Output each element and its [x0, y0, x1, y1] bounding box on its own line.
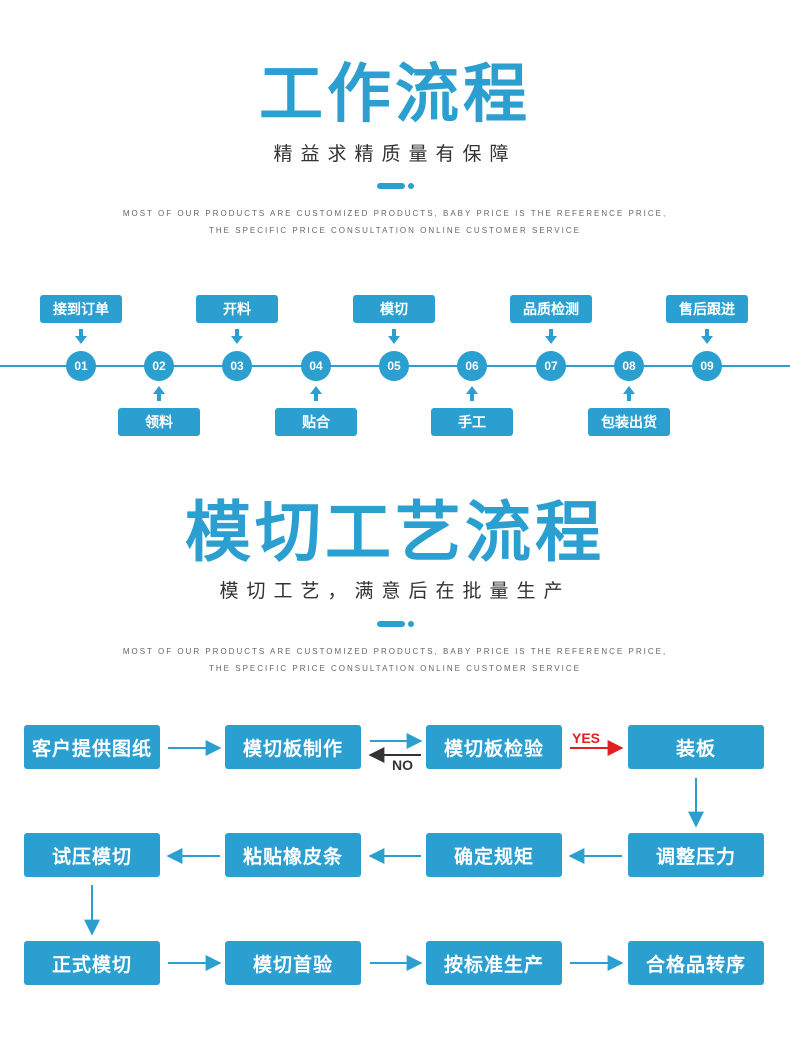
step-node-04: 04: [301, 351, 331, 381]
section2-en-line1: MOST OF OUR PRODUCTS ARE CUSTOMIZED PROD…: [122, 647, 668, 656]
arrow-down-icon: [388, 329, 400, 344]
section1-en-line2: THE SPECIFIC PRICE CONSULTATION ONLINE C…: [209, 226, 581, 235]
process-box-formal-cut: 正式模切: [24, 941, 160, 985]
process-box-die-making: 模切板制作: [225, 725, 361, 769]
step-label-07: 品质检测: [510, 295, 592, 323]
process-box-customer-drawing: 客户提供图纸: [24, 725, 160, 769]
arrow-up-icon: [153, 386, 165, 401]
process-box-rubber-strip: 粘贴橡皮条: [225, 833, 361, 877]
step-label-02: 领料: [118, 408, 200, 436]
step-label-04: 贴合: [275, 408, 357, 436]
arrow-up-icon: [466, 386, 478, 401]
arrow-up-icon: [310, 386, 322, 401]
step-label-03: 开料: [196, 295, 278, 323]
yes-label: YES: [572, 730, 601, 746]
process-box-mounting: 装板: [628, 725, 764, 769]
step-node-05: 05: [379, 351, 409, 381]
section1-subtitle: 精益求精质量有保障: [273, 143, 517, 165]
step-label-05: 模切: [353, 295, 435, 323]
process-box-adjust-pressure: 调整压力: [628, 833, 764, 877]
section2-en-line2: THE SPECIFIC PRICE CONSULTATION ONLINE C…: [209, 664, 581, 673]
process-box-set-register: 确定规矩: [426, 833, 562, 877]
step-node-09: 09: [692, 351, 722, 381]
process-box-standard-production: 按标准生产: [426, 941, 562, 985]
step-node-08: 08: [614, 351, 644, 381]
section1-en-line1: MOST OF OUR PRODUCTS ARE CUSTOMIZED PROD…: [122, 209, 668, 218]
section1-divider: [377, 183, 414, 189]
step-label-01: 接到订单: [40, 295, 122, 323]
no-label: NO: [392, 757, 413, 773]
section2-divider: [377, 621, 414, 627]
arrow-down-icon: [231, 329, 243, 344]
arrow-up-icon: [623, 386, 635, 401]
process-box-first-inspection: 模切首验: [225, 941, 361, 985]
section2-subtitle: 模切工艺，满意后在批量生产: [219, 580, 571, 602]
process-box-die-inspection: 模切板检验: [426, 725, 562, 769]
step-node-06: 06: [457, 351, 487, 381]
step-label-09: 售后跟进: [666, 295, 748, 323]
timeline-arrows: [75, 329, 713, 401]
step-label-06: 手工: [431, 408, 513, 436]
arrow-down-icon: [701, 329, 713, 344]
step-label-08: 包装出货: [588, 408, 670, 436]
step-node-07: 07: [536, 351, 566, 381]
process-box-trial-cut: 试压模切: [24, 833, 160, 877]
arrow-down-icon: [75, 329, 87, 344]
step-node-03: 03: [222, 351, 252, 381]
process-box-pass-transfer: 合格品转序: [628, 941, 764, 985]
section2-title: 模切工艺流程: [185, 494, 605, 571]
step-node-02: 02: [144, 351, 174, 381]
section1-title: 工作流程: [259, 58, 531, 132]
arrow-down-icon: [545, 329, 557, 344]
step-node-01: 01: [66, 351, 96, 381]
